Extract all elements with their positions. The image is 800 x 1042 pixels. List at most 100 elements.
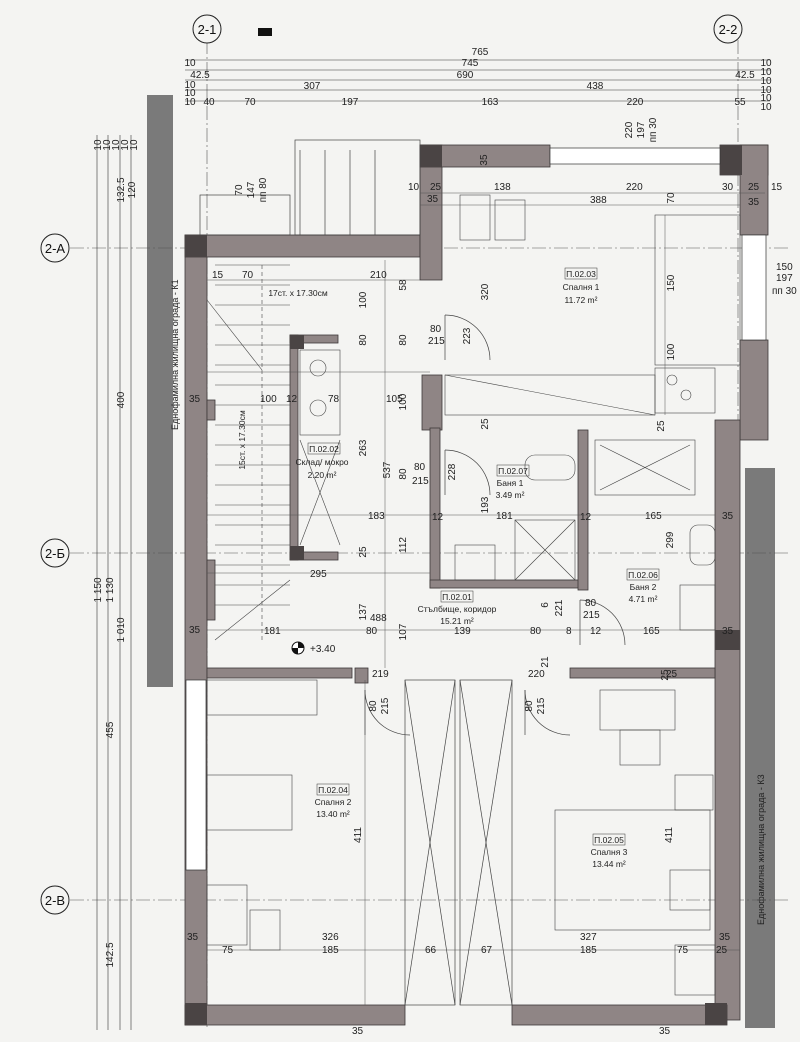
dim-top-745: 745 bbox=[462, 58, 479, 69]
svg-text:П.02.04: П.02.04 bbox=[318, 785, 348, 795]
svg-text:13.40 m²: 13.40 m² bbox=[316, 809, 350, 819]
svg-text:25: 25 bbox=[430, 182, 442, 193]
svg-text:80: 80 bbox=[368, 700, 379, 712]
svg-text:147: 147 bbox=[246, 181, 257, 198]
svg-text:3.49 m²: 3.49 m² bbox=[496, 490, 525, 500]
svg-text:2-Б: 2-Б bbox=[45, 546, 65, 561]
svg-text:Стълбище, коридор: Стълбище, коридор bbox=[418, 604, 497, 614]
svg-text:10: 10 bbox=[120, 139, 131, 151]
svg-text:75: 75 bbox=[677, 945, 689, 956]
svg-text:215: 215 bbox=[380, 697, 391, 714]
svg-text:10: 10 bbox=[760, 58, 772, 69]
svg-text:35: 35 bbox=[427, 194, 439, 205]
svg-text:35: 35 bbox=[479, 154, 490, 166]
svg-text:80: 80 bbox=[524, 700, 535, 712]
svg-text:35: 35 bbox=[189, 394, 201, 405]
svg-text:Спалня 1: Спалня 1 bbox=[563, 282, 600, 292]
svg-text:215: 215 bbox=[428, 336, 445, 347]
svg-text:219: 219 bbox=[372, 669, 389, 680]
dim-top-220: 220 bbox=[627, 97, 644, 108]
right-fence-strip bbox=[745, 468, 775, 1028]
svg-text:П.02.03: П.02.03 bbox=[566, 269, 596, 279]
svg-text:220: 220 bbox=[528, 669, 545, 680]
room-bed1: П.02.03 Спалня 1 11.72 m² bbox=[563, 267, 600, 305]
svg-text:263: 263 bbox=[358, 439, 369, 456]
svg-text:215: 215 bbox=[412, 476, 429, 487]
svg-text:25: 25 bbox=[748, 182, 760, 193]
svg-text:181: 181 bbox=[264, 626, 281, 637]
svg-text:197: 197 bbox=[636, 121, 647, 138]
svg-text:П.02.06: П.02.06 bbox=[628, 570, 658, 580]
svg-text:П.02.02: П.02.02 bbox=[309, 444, 339, 454]
svg-text:10: 10 bbox=[184, 97, 196, 108]
dim-top-765: 765 bbox=[472, 47, 489, 58]
top-dimension-lines bbox=[185, 59, 770, 102]
svg-text:320: 320 bbox=[480, 283, 491, 300]
svg-text:215: 215 bbox=[536, 697, 547, 714]
wardrobes bbox=[404, 679, 513, 1006]
small-dims-left: 10 10 10 10 10 bbox=[93, 139, 140, 151]
svg-text:80: 80 bbox=[366, 626, 378, 637]
section-marker bbox=[258, 28, 272, 36]
door-swings bbox=[364, 314, 626, 736]
svg-text:10: 10 bbox=[129, 139, 140, 151]
level-marker: +3.40 bbox=[291, 641, 336, 655]
svg-text:35: 35 bbox=[748, 197, 760, 208]
svg-text:30: 30 bbox=[722, 182, 734, 193]
svg-text:15: 15 bbox=[771, 182, 783, 193]
small-dims-top: 10 10 10 10 10 10 10 10 10 10 bbox=[184, 58, 772, 113]
svg-text:Баня 1: Баня 1 bbox=[497, 478, 524, 488]
svg-text:80: 80 bbox=[430, 324, 442, 335]
svg-text:100: 100 bbox=[666, 343, 677, 360]
svg-text:10: 10 bbox=[111, 139, 122, 151]
dim-top-690: 690 bbox=[457, 70, 474, 81]
left-dimension-lines bbox=[96, 135, 132, 1030]
svg-text:107: 107 bbox=[398, 623, 409, 640]
dim-left-1150: 1 150 bbox=[93, 577, 104, 602]
svg-text:+3.40: +3.40 bbox=[310, 644, 336, 655]
svg-text:411: 411 bbox=[353, 827, 364, 843]
svg-text:12: 12 bbox=[286, 394, 298, 405]
svg-text:165: 165 bbox=[645, 511, 662, 522]
axis-bubble-c2: 2-2 bbox=[713, 14, 743, 44]
shaft bbox=[299, 349, 341, 546]
svg-text:8: 8 bbox=[566, 626, 572, 637]
svg-text:70: 70 bbox=[242, 270, 254, 281]
svg-text:25: 25 bbox=[660, 669, 671, 681]
svg-text:10: 10 bbox=[760, 93, 772, 104]
right-fence-label: Еднофамилна жилищна ограда - К3 bbox=[756, 774, 766, 925]
svg-text:185: 185 bbox=[580, 945, 597, 956]
svg-text:137: 137 bbox=[358, 603, 369, 620]
svg-text:411: 411 bbox=[664, 827, 675, 843]
svg-text:15.21 m²: 15.21 m² bbox=[440, 616, 474, 626]
svg-text:35: 35 bbox=[722, 511, 734, 522]
svg-text:25: 25 bbox=[358, 546, 369, 558]
svg-text:58: 58 bbox=[398, 279, 409, 291]
svg-text:Спалня 2: Спалня 2 bbox=[315, 797, 352, 807]
svg-text:П.02.05: П.02.05 bbox=[594, 835, 624, 845]
svg-text:75: 75 bbox=[222, 945, 234, 956]
svg-text:327: 327 bbox=[580, 932, 597, 943]
svg-text:пп 80: пп 80 bbox=[258, 177, 269, 202]
svg-text:80: 80 bbox=[530, 626, 542, 637]
room-bath2: П.02.06 Баня 2 4.71 m² bbox=[626, 568, 660, 604]
windows bbox=[185, 147, 767, 871]
bedroom2-furniture bbox=[206, 679, 318, 951]
svg-text:105: 105 bbox=[386, 394, 403, 405]
dim-top-197: 197 bbox=[342, 97, 359, 108]
svg-text:197: 197 bbox=[776, 273, 793, 284]
stair-label-2: 15ст. х 17.30см bbox=[237, 410, 247, 470]
svg-text:пп 30: пп 30 bbox=[772, 286, 797, 297]
svg-text:139: 139 bbox=[454, 626, 471, 637]
svg-text:70: 70 bbox=[234, 184, 245, 196]
dim-top-42b: 42.5 bbox=[735, 70, 755, 81]
svg-text:2-1: 2-1 bbox=[198, 22, 217, 37]
room-bed3: П.02.05 Спалня 3 13.44 m² bbox=[591, 833, 628, 869]
svg-text:4.71 m²: 4.71 m² bbox=[629, 594, 658, 604]
svg-text:25: 25 bbox=[716, 945, 728, 956]
svg-text:35: 35 bbox=[722, 626, 734, 637]
dim-top-163: 163 bbox=[482, 97, 499, 108]
svg-text:80: 80 bbox=[398, 468, 409, 480]
svg-text:138: 138 bbox=[494, 182, 511, 193]
